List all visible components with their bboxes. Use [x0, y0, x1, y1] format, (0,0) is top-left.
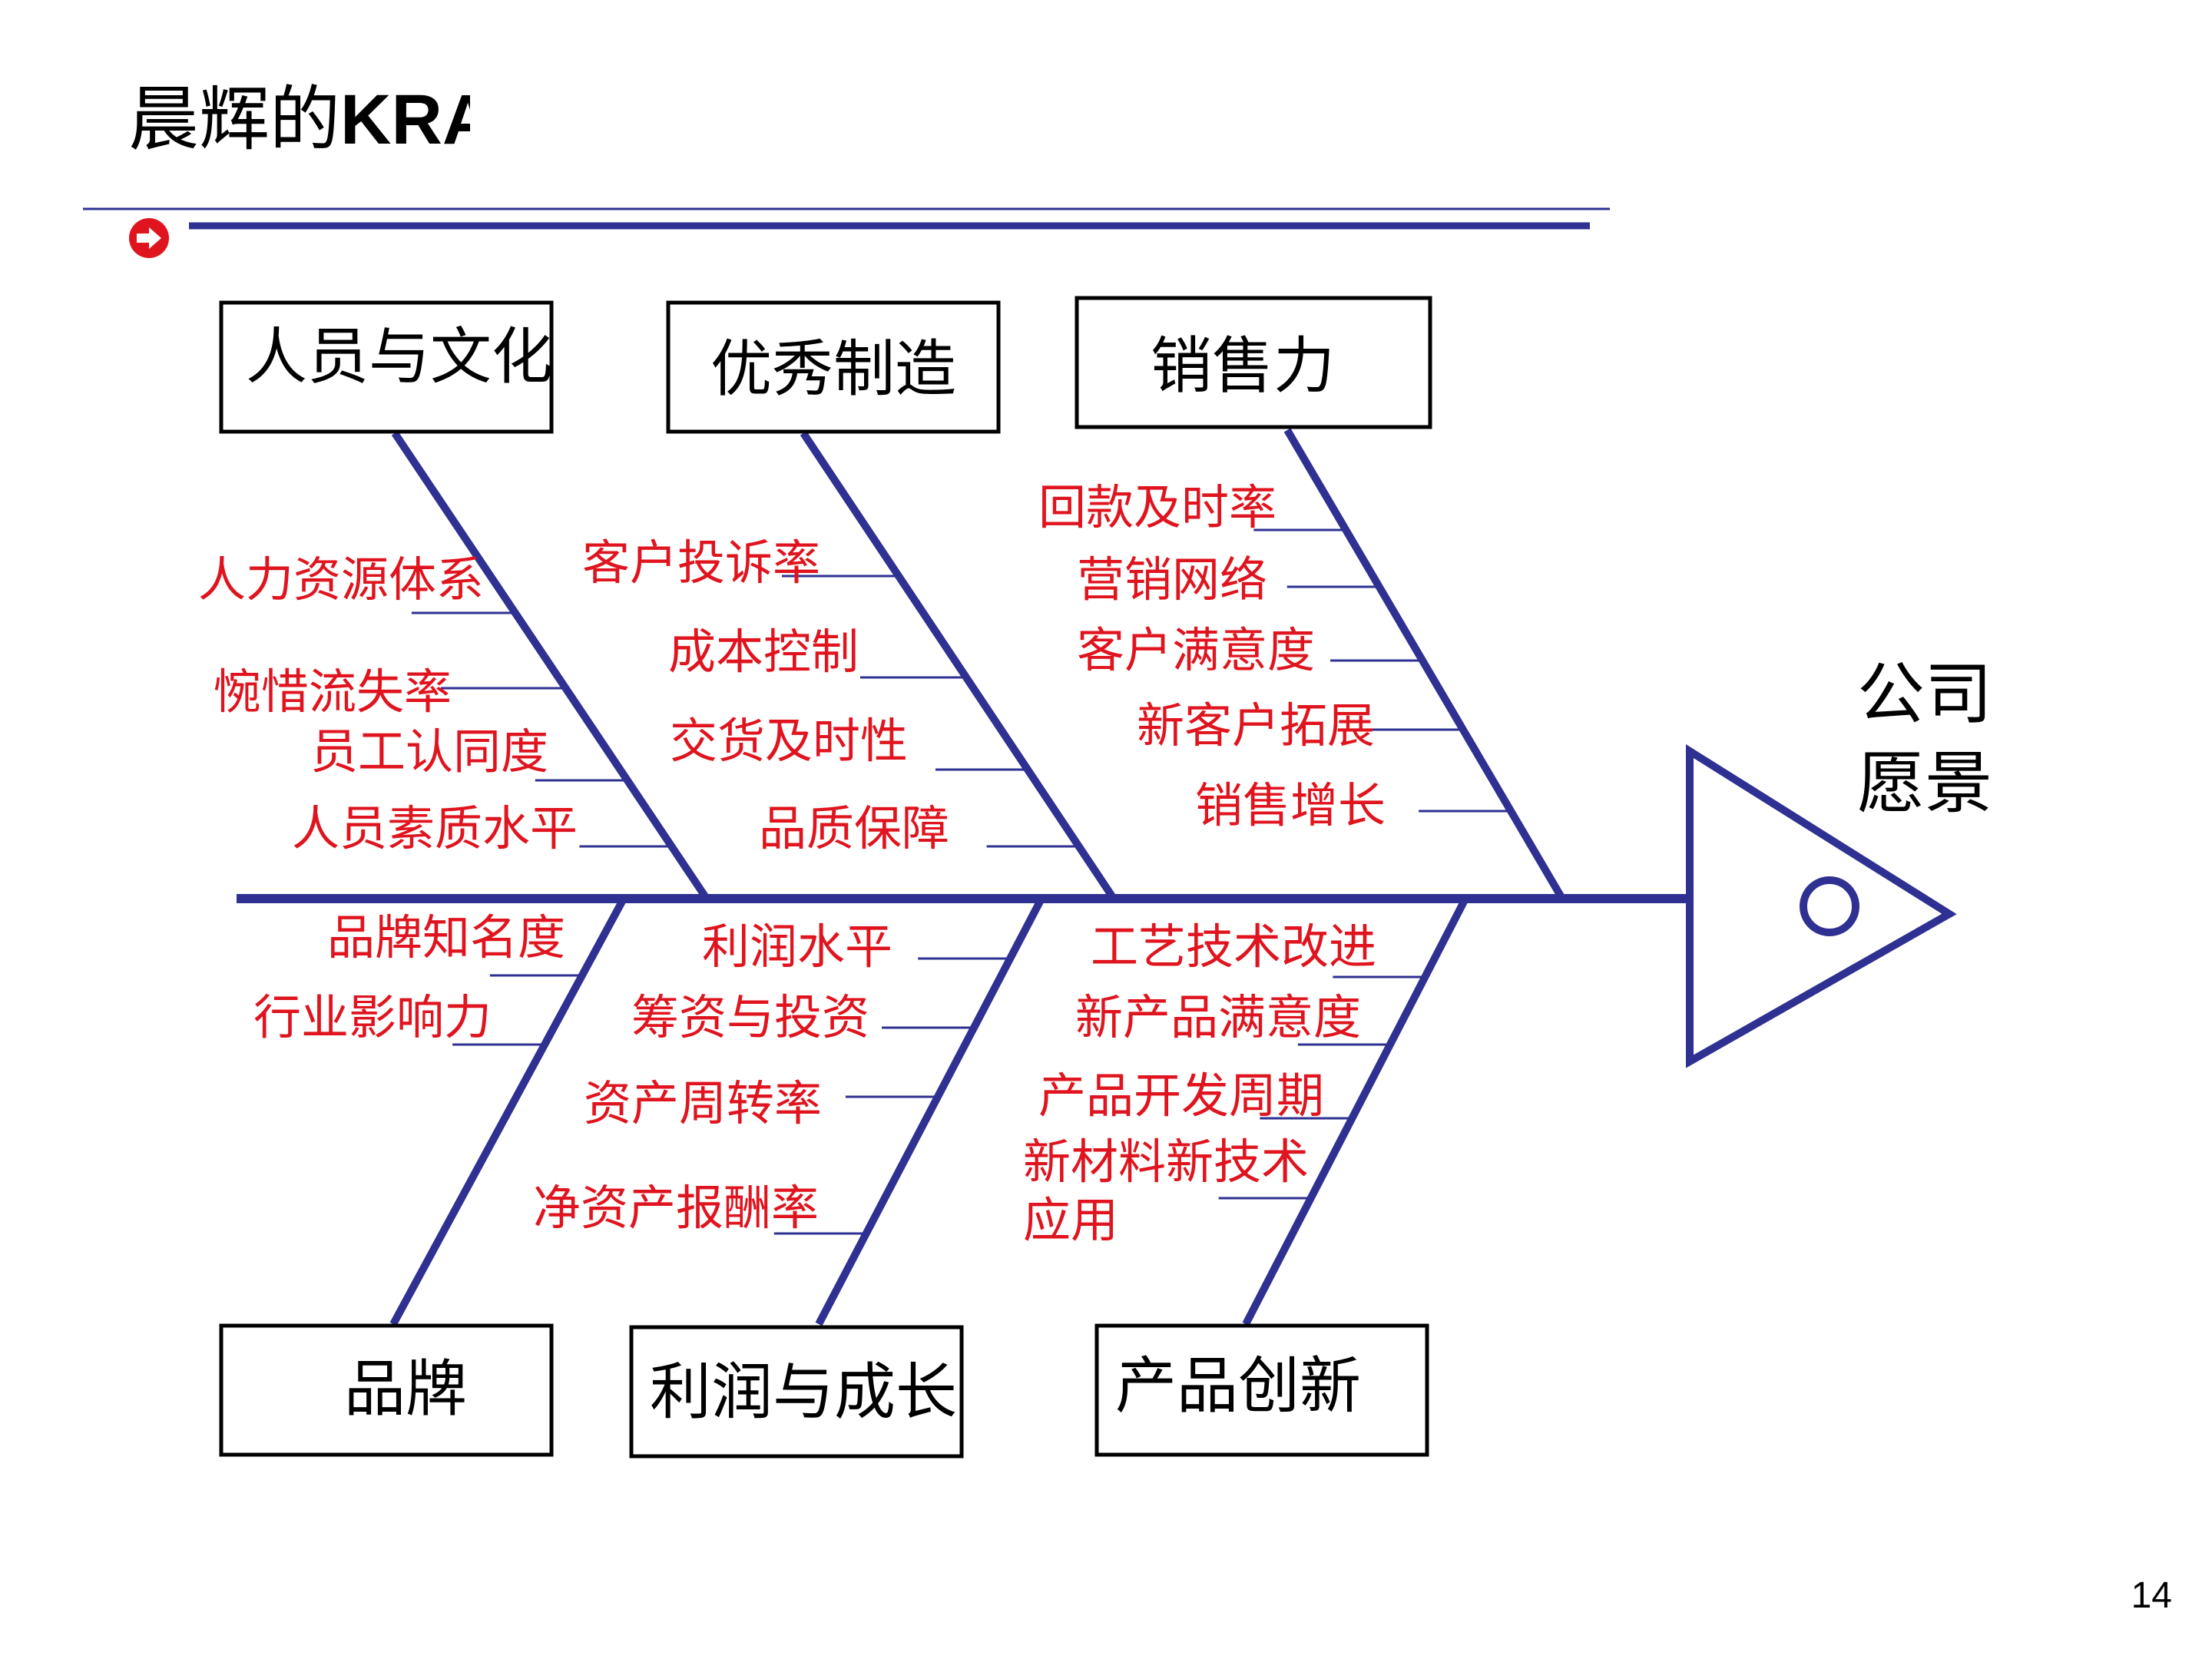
item-label: 客户满意度	[1077, 622, 1315, 678]
item-label: 产品开发周期	[1038, 1068, 1324, 1124]
category-box	[219, 300, 554, 434]
head-label-line: 愿景	[1857, 743, 1992, 823]
item-label: 回款及时率	[1038, 479, 1277, 535]
category-box	[666, 300, 1001, 434]
category-label: 人员与文化	[246, 321, 553, 392]
item-label: 筹资与投资	[631, 989, 869, 1045]
item-label: 员工认同度	[310, 724, 548, 780]
item-label: 新材料新技术	[1023, 1134, 1309, 1190]
item-label: 新客户拓展	[1137, 697, 1375, 753]
category-label: 销售力	[1151, 330, 1335, 402]
item-label: 人员素质水平	[292, 800, 578, 856]
branch-bone	[1283, 428, 1566, 901]
item-label: 营销网络	[1077, 551, 1267, 608]
category-label: 品牌	[344, 1353, 467, 1425]
branch-bone	[391, 431, 710, 901]
branch-bone	[1242, 896, 1469, 1326]
category-label: 产品创新	[1115, 1350, 1361, 1422]
page-title: 晨辉的KRA	[128, 72, 470, 167]
category-box	[1075, 296, 1432, 429]
item-label: 销售增长	[1195, 777, 1386, 833]
page-number: 14	[2131, 1575, 2172, 1616]
item-label: 应用	[1023, 1192, 1118, 1248]
arrow-bullet-icon	[129, 218, 169, 258]
category-box	[219, 1323, 554, 1457]
category-label: 优秀制造	[710, 333, 956, 405]
branch-bone	[815, 896, 1045, 1326]
head-label-line: 公司	[1857, 654, 1992, 733]
item-label: 客户投诉率	[582, 535, 820, 591]
item-label: 人力资源体系	[198, 551, 484, 608]
page-title-cjk: 晨辉的	[128, 78, 341, 161]
item-label: 惋惜流失率	[214, 664, 452, 720]
item-label: 品质保障	[759, 800, 949, 856]
page-title-latin: KRA	[340, 81, 470, 159]
branch-bone	[389, 896, 628, 1326]
fish-head-triangle	[1686, 743, 1957, 1068]
item-label: 交货及时性	[670, 713, 908, 769]
branch-bone	[800, 431, 1118, 901]
item-label: 新产品满意度	[1075, 989, 1361, 1045]
category-box	[1094, 1323, 1429, 1457]
item-label: 利润水平	[702, 919, 892, 975]
item-label: 净资产报酬率	[533, 1180, 819, 1236]
item-label: 品牌知名度	[327, 909, 565, 965]
item-label: 行业影响力	[253, 989, 492, 1045]
fish-eye-circle	[1800, 876, 1859, 936]
item-label: 资产周转率	[584, 1075, 822, 1131]
item-label: 成本控制	[668, 624, 859, 680]
item-label: 工艺技术改进	[1091, 919, 1376, 975]
bullet-arrow	[137, 227, 161, 249]
category-box	[629, 1325, 964, 1459]
category-label: 利润与成长	[650, 1356, 957, 1428]
